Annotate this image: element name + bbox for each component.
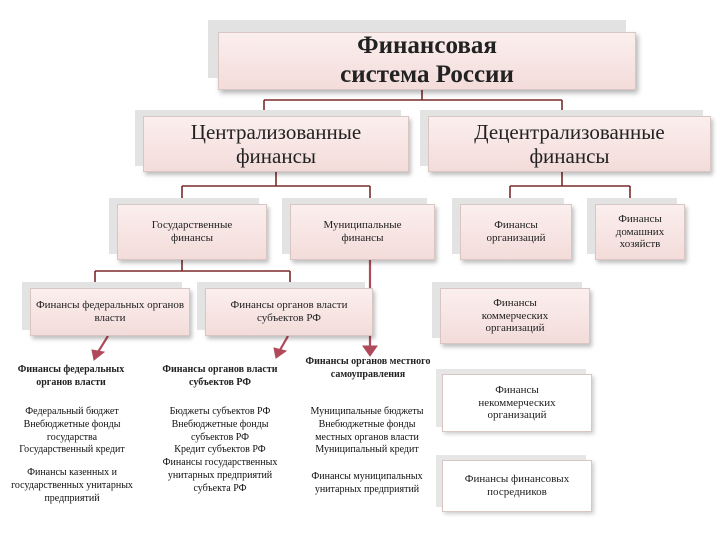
federal-column-items: Федеральный бюджет Внебюджетные фонды го… [2, 406, 142, 506]
federal-finance-box: Финансы федеральных органов власти [30, 288, 190, 336]
organizations-finance-box: Финансы организаций [460, 204, 572, 260]
commercial-finance-box: Финансы коммерческих организаций [440, 288, 590, 344]
organizations-finance-label: Финансы организаций [486, 219, 546, 244]
table-item: Внебюджетные фонды государства [23, 418, 121, 443]
intermediaries-finance-box: Финансы финансовых посредников [442, 460, 592, 512]
commercial-finance-label: Финансы коммерческих организаций [481, 297, 549, 335]
table-item: Финансы муниципальных унитарных предприя… [311, 471, 423, 495]
noncommercial-finance-label: Финансы некоммерческих организаций [478, 384, 556, 422]
table-item: Федеральный бюджет [25, 406, 119, 417]
centralized-finance-box: Централизованные финансы [143, 116, 409, 172]
local-column-header: Финансы органов местного самоуправления [305, 356, 431, 380]
regional-column-header: Финансы органов власти субъектов РФ [162, 364, 278, 388]
decentralized-finance-box: Децентрализованные финансы [428, 116, 711, 172]
table-item: Бюджеты субъектов РФ [169, 406, 271, 417]
table-item: Кредит субъектов РФ [174, 444, 266, 456]
federal-finance-label: Финансы федеральных органов власти [35, 299, 185, 324]
state-finance-box: Государственные финансы [117, 204, 267, 260]
table-item: Финансы государственных унитарных предпр… [162, 457, 278, 494]
centralized-finance-label: Централизованные финансы [190, 119, 362, 168]
table-item: Внебюджетные фонды местных органов власт… [315, 418, 419, 443]
table-item: Муниципальный кредит [315, 444, 419, 456]
root-box: Финансовая система России [218, 32, 636, 90]
local-column-items: Муниципальные бюджеты Внебюджетные фонды… [296, 406, 438, 497]
households-finance-box: Финансы домашних хозяйств [595, 204, 685, 260]
regional-finance-label: Финансы органов власти субъектов РФ [230, 299, 348, 324]
root-title: Финансовая система России [340, 32, 514, 88]
table-item: Муниципальные бюджеты [310, 406, 424, 417]
regional-column-items: Бюджеты субъектов РФ Внебюджетные фонды … [150, 406, 290, 496]
state-finance-label: Государственные финансы [151, 219, 233, 244]
table-item: Финансы казенных и государственных унита… [11, 467, 133, 504]
table-item: Внебюджетные фонды субъектов РФ [171, 418, 269, 443]
decentralized-finance-label: Децентрализованные финансы [474, 119, 665, 168]
regional-finance-box: Финансы органов власти субъектов РФ [205, 288, 373, 336]
municipal-finance-label: Муниципальные финансы [323, 219, 402, 244]
table-item: Государственный кредит [19, 444, 125, 456]
federal-column-header: Финансы федеральных органов власти [17, 364, 125, 388]
intermediaries-finance-label: Финансы финансовых посредников [464, 473, 570, 498]
households-finance-label: Финансы домашних хозяйств [615, 213, 665, 251]
municipal-finance-box: Муниципальные финансы [290, 204, 435, 260]
noncommercial-finance-box: Финансы некоммерческих организаций [442, 374, 592, 432]
